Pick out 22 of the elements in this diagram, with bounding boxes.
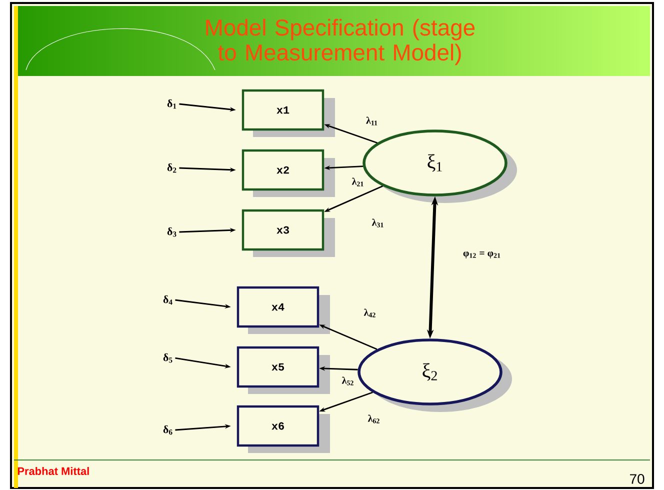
error-term: δ$_{3}$ — [167, 227, 176, 237]
indicator-box: x6 — [236, 405, 330, 453]
edge-label: λ$_{21}$ — [352, 178, 364, 186]
edge-label: φ$_{12}$ = φ$_{21}$ — [463, 252, 500, 258]
slide-title: Model Specification (stage to Measurement Model) — [206, 18, 475, 66]
author-name: Prabhat Mittal — [18, 466, 89, 476]
edge-label: λ$_{31}$ — [372, 218, 384, 228]
error-term: δ$_{4}$ — [163, 295, 172, 305]
error-term: δ$_{5}$ — [163, 353, 172, 363]
indicator-box: x1 — [242, 89, 335, 137]
error-term: δ$_{6}$ — [163, 425, 172, 435]
page-number: 70 — [630, 474, 644, 484]
error-term: δ$_{1}$ — [167, 99, 176, 109]
edge-label: λ$_{62}$ — [368, 414, 380, 424]
edge-label: λ$_{52}$ — [342, 376, 354, 386]
error-term: δ$_{2}$ — [167, 163, 176, 173]
edge-label: λ$_{42}$ — [364, 308, 376, 318]
indicator-box: x4 — [236, 286, 330, 334]
indicator-box: x2 — [242, 149, 335, 197]
indicator-box: x3 — [242, 209, 335, 257]
edge-label: λ$_{11}$ — [366, 116, 378, 126]
indicator-box: x5 — [236, 346, 330, 394]
